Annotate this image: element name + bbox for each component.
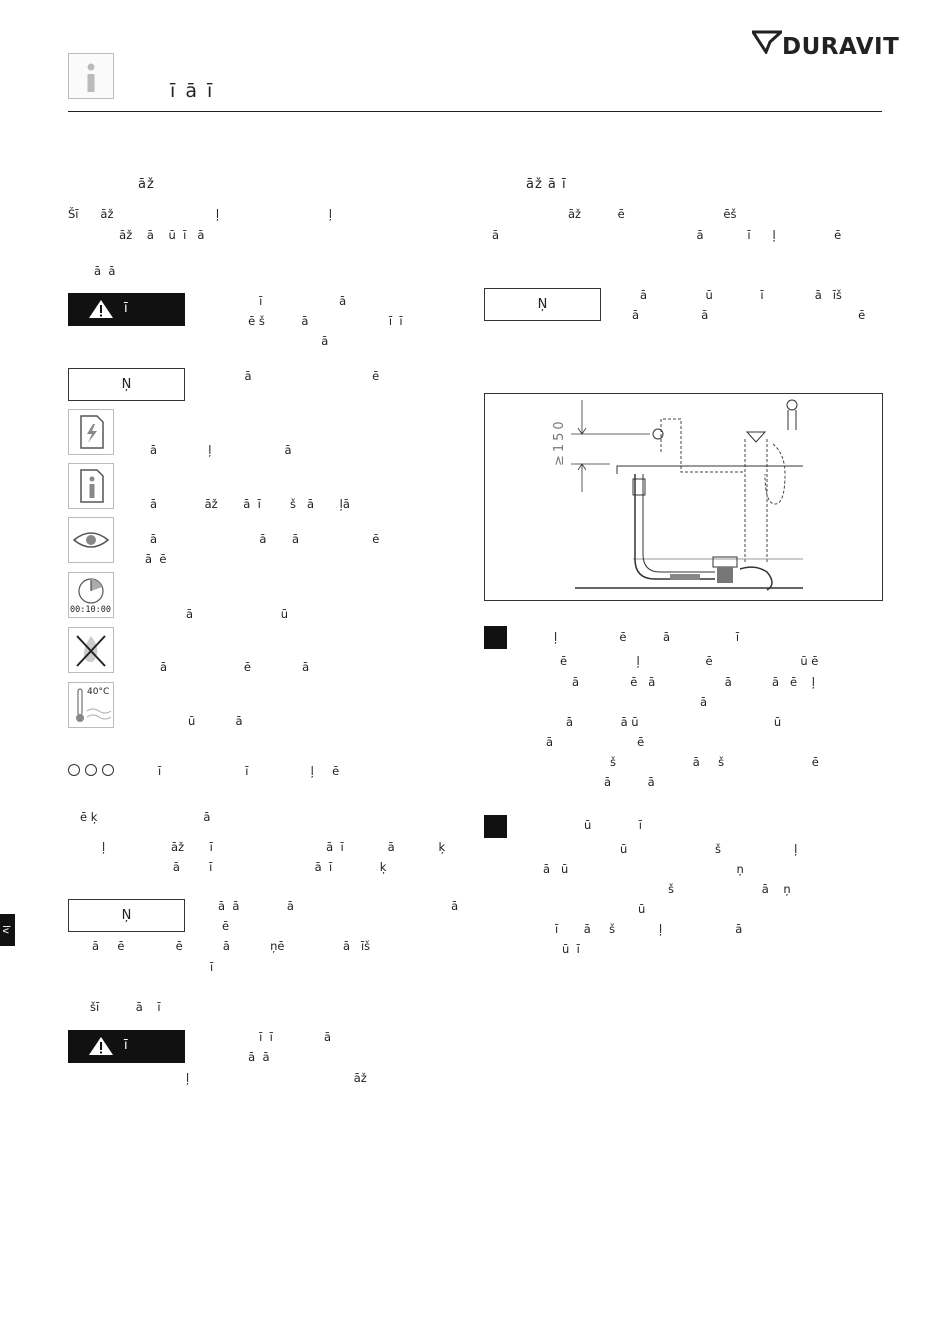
- step-1-line-7: š ā š ē: [610, 755, 819, 769]
- warning-2-line-3: ļ āž: [186, 1071, 367, 1085]
- step-1-line-3: ā ē ā ā ā ē ļ: [572, 675, 815, 689]
- right-note-line-1: ā ū ī ā īš: [640, 288, 842, 302]
- warning-2-line-1: ī ī ā: [186, 1030, 332, 1044]
- step-1-line-8: ā ā: [604, 775, 655, 789]
- step-2-line-7: ū ī: [562, 942, 580, 956]
- warning-badge-1: ī: [68, 293, 185, 326]
- step-1-line-1: ļ ē ā ī: [554, 630, 740, 644]
- para-2-line-2: ā ī ā ī ķ: [118, 860, 387, 874]
- step-marker-2: [484, 815, 507, 838]
- right-para-1-line-2: ā ā ī ļ ē: [492, 228, 842, 242]
- note-2-line-3: ā ē ē ā ņē ā īš: [92, 939, 371, 953]
- note-2-line-1: ā ā ā ā: [218, 899, 459, 913]
- step-2-line-2: ū š ļ: [620, 842, 798, 856]
- warning-label-2: ī: [124, 1038, 128, 1053]
- warning-label-1: ī: [124, 301, 128, 316]
- step-1-line-5: ā ā ū ū: [566, 715, 782, 729]
- duravit-logo: DURAVIT: [750, 28, 900, 60]
- warning-1-line-3: ā: [186, 334, 329, 348]
- warning-badge-2: ī: [68, 1030, 185, 1063]
- note-label-2: Ņ: [121, 908, 132, 923]
- right-note-line-2: ā ā ē: [632, 308, 866, 322]
- logo-text: DURAVIT: [782, 34, 900, 60]
- duravit-logo-mark-icon: [750, 28, 785, 60]
- section-heading-1: āž: [138, 177, 155, 192]
- circle-icon: [68, 764, 80, 776]
- dimension-label: ≥150: [552, 418, 567, 466]
- note-box-1: Ņ: [68, 368, 185, 401]
- eye-icon: [68, 517, 114, 563]
- subheading-1: ā ā: [94, 264, 116, 278]
- temperature-label: 40°C: [87, 687, 110, 697]
- three-circles-icon: [68, 764, 119, 779]
- note-2-line-2: ē: [222, 919, 230, 933]
- icon-row-6-text: ū ā: [188, 714, 243, 728]
- step-1-line-2: ē ļ ē ū ē: [560, 654, 819, 668]
- step-marker-1: [484, 626, 507, 649]
- step-1-line-6: ā ē: [546, 735, 645, 749]
- info-icon: [68, 53, 114, 99]
- note-2-line-4: ī: [210, 960, 214, 974]
- clock-icon: 00:10:00: [68, 572, 114, 618]
- para-2-line-1: ļ āž ī ā ī ā ķ: [102, 840, 446, 854]
- header-rule: [68, 111, 882, 112]
- step-2-line-4: š ā ņ: [668, 882, 791, 896]
- right-para-1-line-1: āž ē ēš: [568, 207, 737, 221]
- step-2-line-5: ū: [638, 902, 646, 916]
- bathtub-installation-diagram: ≥150: [484, 393, 883, 601]
- section-heading-2: āž ā ī: [526, 177, 567, 192]
- note-box-3: Ņ: [484, 288, 601, 321]
- thermometer-icon: 40°C: [68, 682, 114, 728]
- clock-label: 00:10:00: [70, 605, 111, 615]
- circle-icon: [85, 764, 97, 776]
- warning-1-line-2: ē š ā ī ī: [186, 314, 403, 328]
- document-lightning-icon: [68, 409, 114, 455]
- icon-row-4-text: ā ū: [186, 607, 289, 621]
- document-info-icon: [68, 463, 114, 509]
- step-2-line-6: ī ā š ļ ā: [555, 922, 743, 936]
- icon-row-3-text: ā ā ā ē: [150, 532, 380, 546]
- note-label-3: Ņ: [537, 297, 548, 312]
- warning-triangle-icon: [89, 1037, 113, 1055]
- subheading-3: šī ā ī: [90, 1000, 161, 1014]
- icon-row-1-text: ā ļ ā: [150, 443, 292, 457]
- warning-triangle-icon: [89, 300, 113, 318]
- warning-2-line-2: ā ā: [186, 1050, 270, 1064]
- language-tab: lv: [0, 914, 15, 946]
- circles-text: ī ī ļ ē: [158, 764, 340, 778]
- icon-row-3-text-2: ā ē: [145, 552, 167, 566]
- subheading-2: ē ķ ā: [80, 810, 211, 824]
- intro-line-2: āž ā ū ī ā: [68, 228, 205, 242]
- step-1-line-4: ā: [700, 695, 708, 709]
- note-1-text: ā ē: [186, 369, 380, 383]
- page-title: ī ā ī: [170, 80, 215, 102]
- step-2-line-3: ā ū ņ: [543, 862, 744, 876]
- intro-line-1: Šī āž ļ ļ: [68, 207, 332, 221]
- step-2-line-1: ū ī: [584, 818, 643, 832]
- circle-icon: [102, 764, 114, 776]
- note-label-1: Ņ: [121, 377, 132, 392]
- no-flame-icon: [68, 627, 114, 673]
- note-box-2: Ņ: [68, 899, 185, 932]
- icon-row-2-text: ā āž ā ī š ā ļā: [150, 497, 350, 511]
- icon-row-5-text: ā ē ā: [160, 660, 310, 674]
- warning-1-line-1: ī ā: [186, 294, 347, 308]
